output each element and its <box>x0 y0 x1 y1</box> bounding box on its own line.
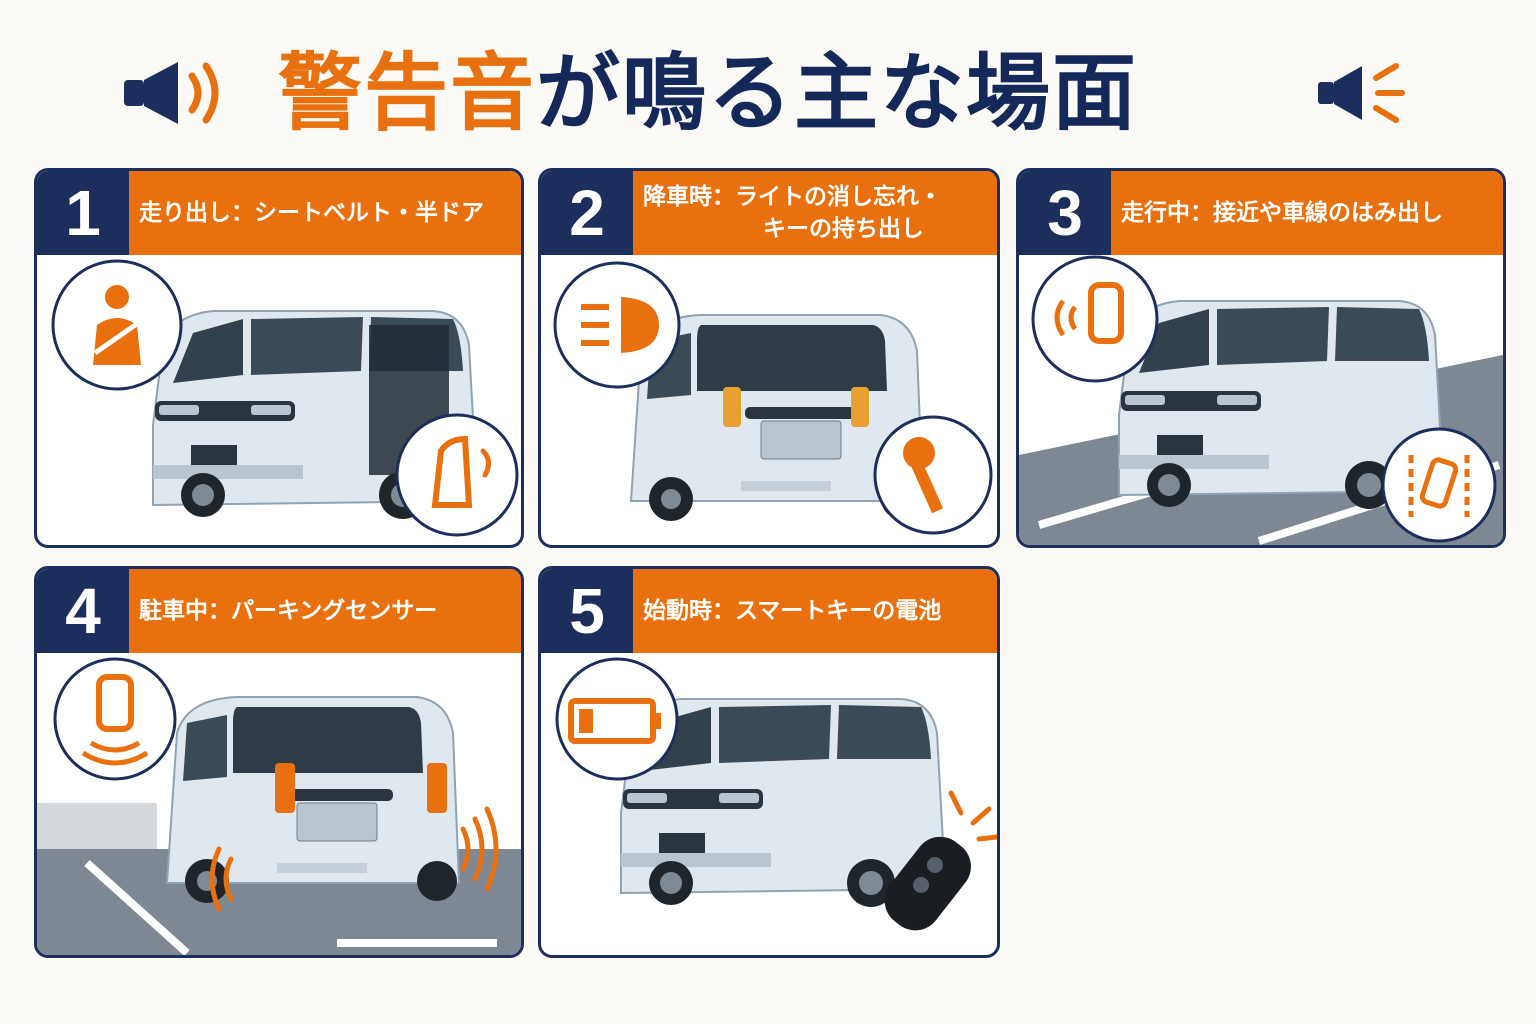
open-door-icon <box>395 413 519 537</box>
title-rest: が鳴る主な場面 <box>536 44 1139 142</box>
card-header: 2 降車時：ライトの消し忘れ・ キーの持ち出し <box>541 171 997 255</box>
title-highlight: 警告音 <box>278 44 537 142</box>
headlight-icon <box>553 261 681 389</box>
scene-light-key <box>541 255 997 545</box>
alert-lines-icon <box>948 790 997 842</box>
parking-sensor-icon <box>53 657 177 781</box>
minivan-rear-image <box>166 696 460 904</box>
wall <box>37 803 157 849</box>
scene-parking <box>37 653 521 955</box>
seatbelt-icon <box>51 259 183 391</box>
speaker-alert-icon <box>1300 58 1420 128</box>
title-row: 警告音が鳴る主な場面 <box>0 38 1536 148</box>
card-label-line1: 降車時：ライトの消し忘れ・ <box>643 184 942 210</box>
card-3: 3 走行中：接近や車線のはみ出し <box>1016 168 1506 548</box>
card-number: 4 <box>37 569 129 653</box>
card-number: 2 <box>541 171 633 255</box>
card-header: 5 始動時：スマートキーの電池 <box>541 569 997 653</box>
card-label-text: 駐車中：パーキングセンサー <box>139 598 438 624</box>
card-label: 降車時：ライトの消し忘れ・ キーの持ち出し <box>633 171 997 255</box>
card-number: 3 <box>1019 171 1111 255</box>
scene-driving <box>1019 255 1503 545</box>
card-label-text: 始動時：スマートキーの電池 <box>643 598 942 624</box>
card-1: 1 走り出し：シートベルト・半ドア <box>34 168 524 548</box>
car-proximity-icon <box>1031 255 1159 383</box>
card-label: 走り出し：シートベルト・半ドア <box>129 171 521 255</box>
card-label-text: 走り出し：シートベルト・半ドア <box>139 200 484 226</box>
speaker-icon <box>120 58 240 128</box>
sound-waves-icon <box>209 806 499 912</box>
card-label: 走行中：接近や車線のはみ出し <box>1111 171 1503 255</box>
scene-smart-key <box>541 653 997 955</box>
key-icon <box>873 415 993 535</box>
card-number: 5 <box>541 569 633 653</box>
battery-icon <box>555 657 679 781</box>
minivan-rear-image <box>630 314 924 522</box>
card-2: 2 降車時：ライトの消し忘れ・ キーの持ち出し <box>538 168 1000 548</box>
card-4: 4 駐車中：パーキングセンサー <box>34 566 524 958</box>
card-5: 5 始動時：スマートキーの電池 <box>538 566 1000 958</box>
scene-seatbelt-door <box>37 255 521 545</box>
card-label-text: 走行中：接近や車線のはみ出し <box>1121 200 1443 226</box>
card-number: 1 <box>37 171 129 255</box>
card-header: 4 駐車中：パーキングセンサー <box>37 569 521 653</box>
card-header: 3 走行中：接近や車線のはみ出し <box>1019 171 1503 255</box>
card-label-line2: キーの持ち出し <box>763 216 924 242</box>
card-label: 始動時：スマートキーの電池 <box>633 569 997 653</box>
page-title: 警告音が鳴る主な場面 <box>278 38 1278 148</box>
card-label: 駐車中：パーキングセンサー <box>129 569 521 653</box>
card-header: 1 走り出し：シートベルト・半ドア <box>37 171 521 255</box>
smart-key-icon <box>884 836 971 931</box>
lane-departure-icon <box>1381 427 1497 543</box>
